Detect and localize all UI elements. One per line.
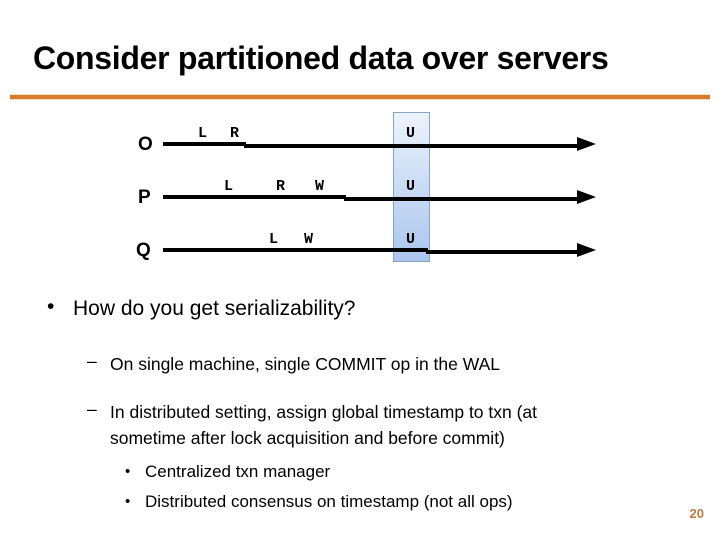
subsub2-bullet-marker: • bbox=[125, 493, 131, 510]
event-p-read: R bbox=[276, 178, 286, 195]
server-label-o: O bbox=[138, 134, 153, 155]
sub1-dash-marker: – bbox=[87, 351, 97, 371]
timeline-o-segment-2 bbox=[244, 144, 580, 148]
timeline-q-segment-2 bbox=[426, 250, 580, 254]
event-p-unlock: U bbox=[406, 178, 416, 195]
timeline-o-segment-1 bbox=[163, 142, 246, 146]
timeline-p-arrowhead bbox=[577, 190, 596, 204]
event-o-read: R bbox=[230, 125, 240, 142]
event-q-write: W bbox=[304, 231, 314, 248]
page-number: 20 bbox=[689, 506, 704, 521]
timeline-q-arrowhead bbox=[577, 243, 596, 257]
sub-sub-bullet-1: Centralized txn manager bbox=[145, 462, 331, 481]
title-underline bbox=[10, 95, 710, 99]
slide-title: Consider partitioned data over servers bbox=[33, 40, 609, 76]
server-label-q: Q bbox=[136, 240, 151, 261]
event-p-lock: L bbox=[224, 178, 234, 195]
timeline-p-segment-2 bbox=[344, 197, 580, 201]
timeline-o-arrowhead bbox=[577, 137, 596, 151]
server-label-p: P bbox=[138, 187, 151, 208]
sub2-dash-marker: – bbox=[87, 399, 97, 419]
timeline-q-segment-1 bbox=[163, 248, 428, 252]
commit-highlight-band bbox=[393, 112, 430, 262]
sub-bullet-1: On single machine, single COMMIT op in t… bbox=[110, 354, 501, 374]
event-q-unlock: U bbox=[406, 231, 416, 248]
main-bullet-marker: • bbox=[47, 295, 55, 318]
sub-bullet-2: In distributed setting, assign global ti… bbox=[110, 402, 538, 448]
event-o-lock: L bbox=[198, 125, 208, 142]
subsub1-bullet-marker: • bbox=[125, 463, 131, 480]
event-q-lock: L bbox=[269, 231, 279, 248]
main-bullet-text: How do you get serializability? bbox=[73, 297, 356, 320]
event-o-unlock: U bbox=[406, 125, 416, 142]
event-p-write: W bbox=[315, 178, 325, 195]
timeline-p-segment-1 bbox=[163, 195, 346, 199]
sub-sub-bullet-2: Distributed consensus on timestamp (not … bbox=[145, 492, 513, 511]
